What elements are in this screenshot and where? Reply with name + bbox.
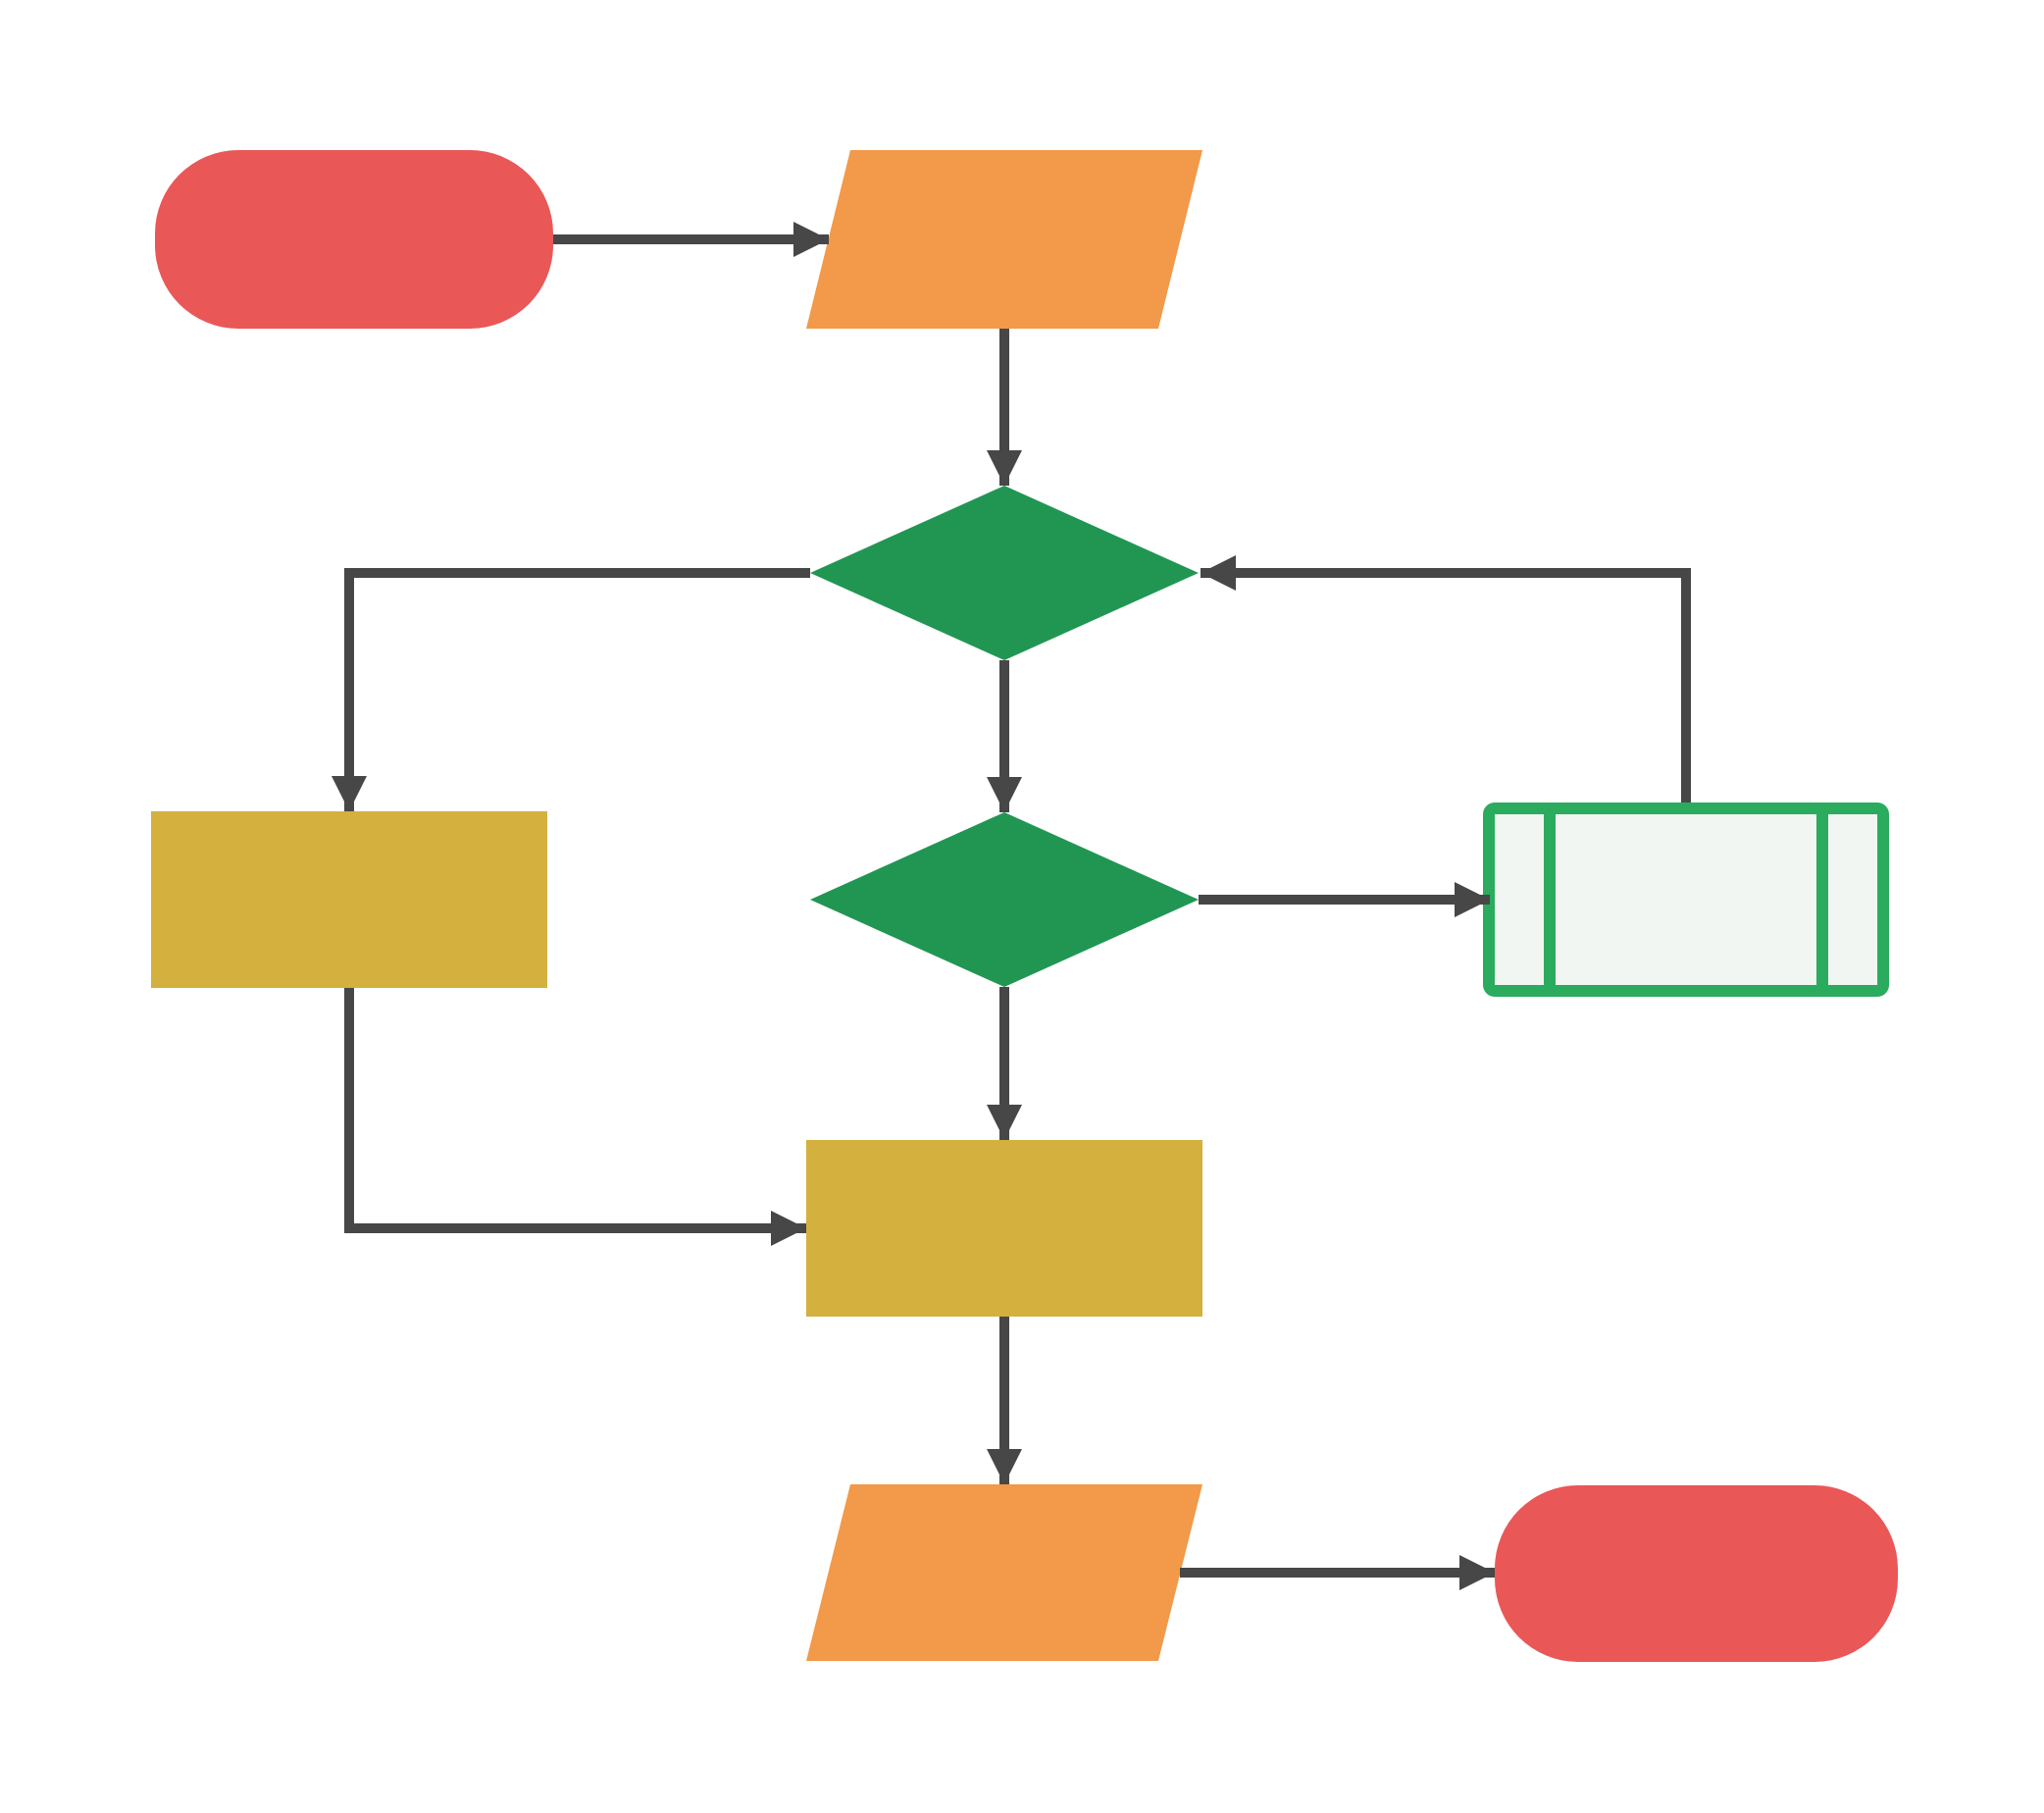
decision-diamond-1-node: [810, 486, 1199, 660]
process-rect-middle-node: [806, 1140, 1202, 1317]
input-parallelogram-node: [806, 150, 1202, 329]
node-layer: [151, 150, 1898, 1662]
connector-decision1-to-process-left: [332, 568, 810, 811]
predefined-process-node: [1483, 803, 1889, 997]
decision-diamond-2-node: [810, 812, 1199, 987]
end-terminator-node: [1495, 1485, 1898, 1662]
connector-predefined-to-decision1: [1201, 555, 1691, 803]
start-terminator-node: [155, 150, 553, 329]
connector-process-left-to-middle: [344, 988, 806, 1246]
process-rect-left-node: [151, 811, 547, 988]
output-parallelogram-node: [806, 1484, 1202, 1661]
edge-layer: [332, 222, 1691, 1590]
